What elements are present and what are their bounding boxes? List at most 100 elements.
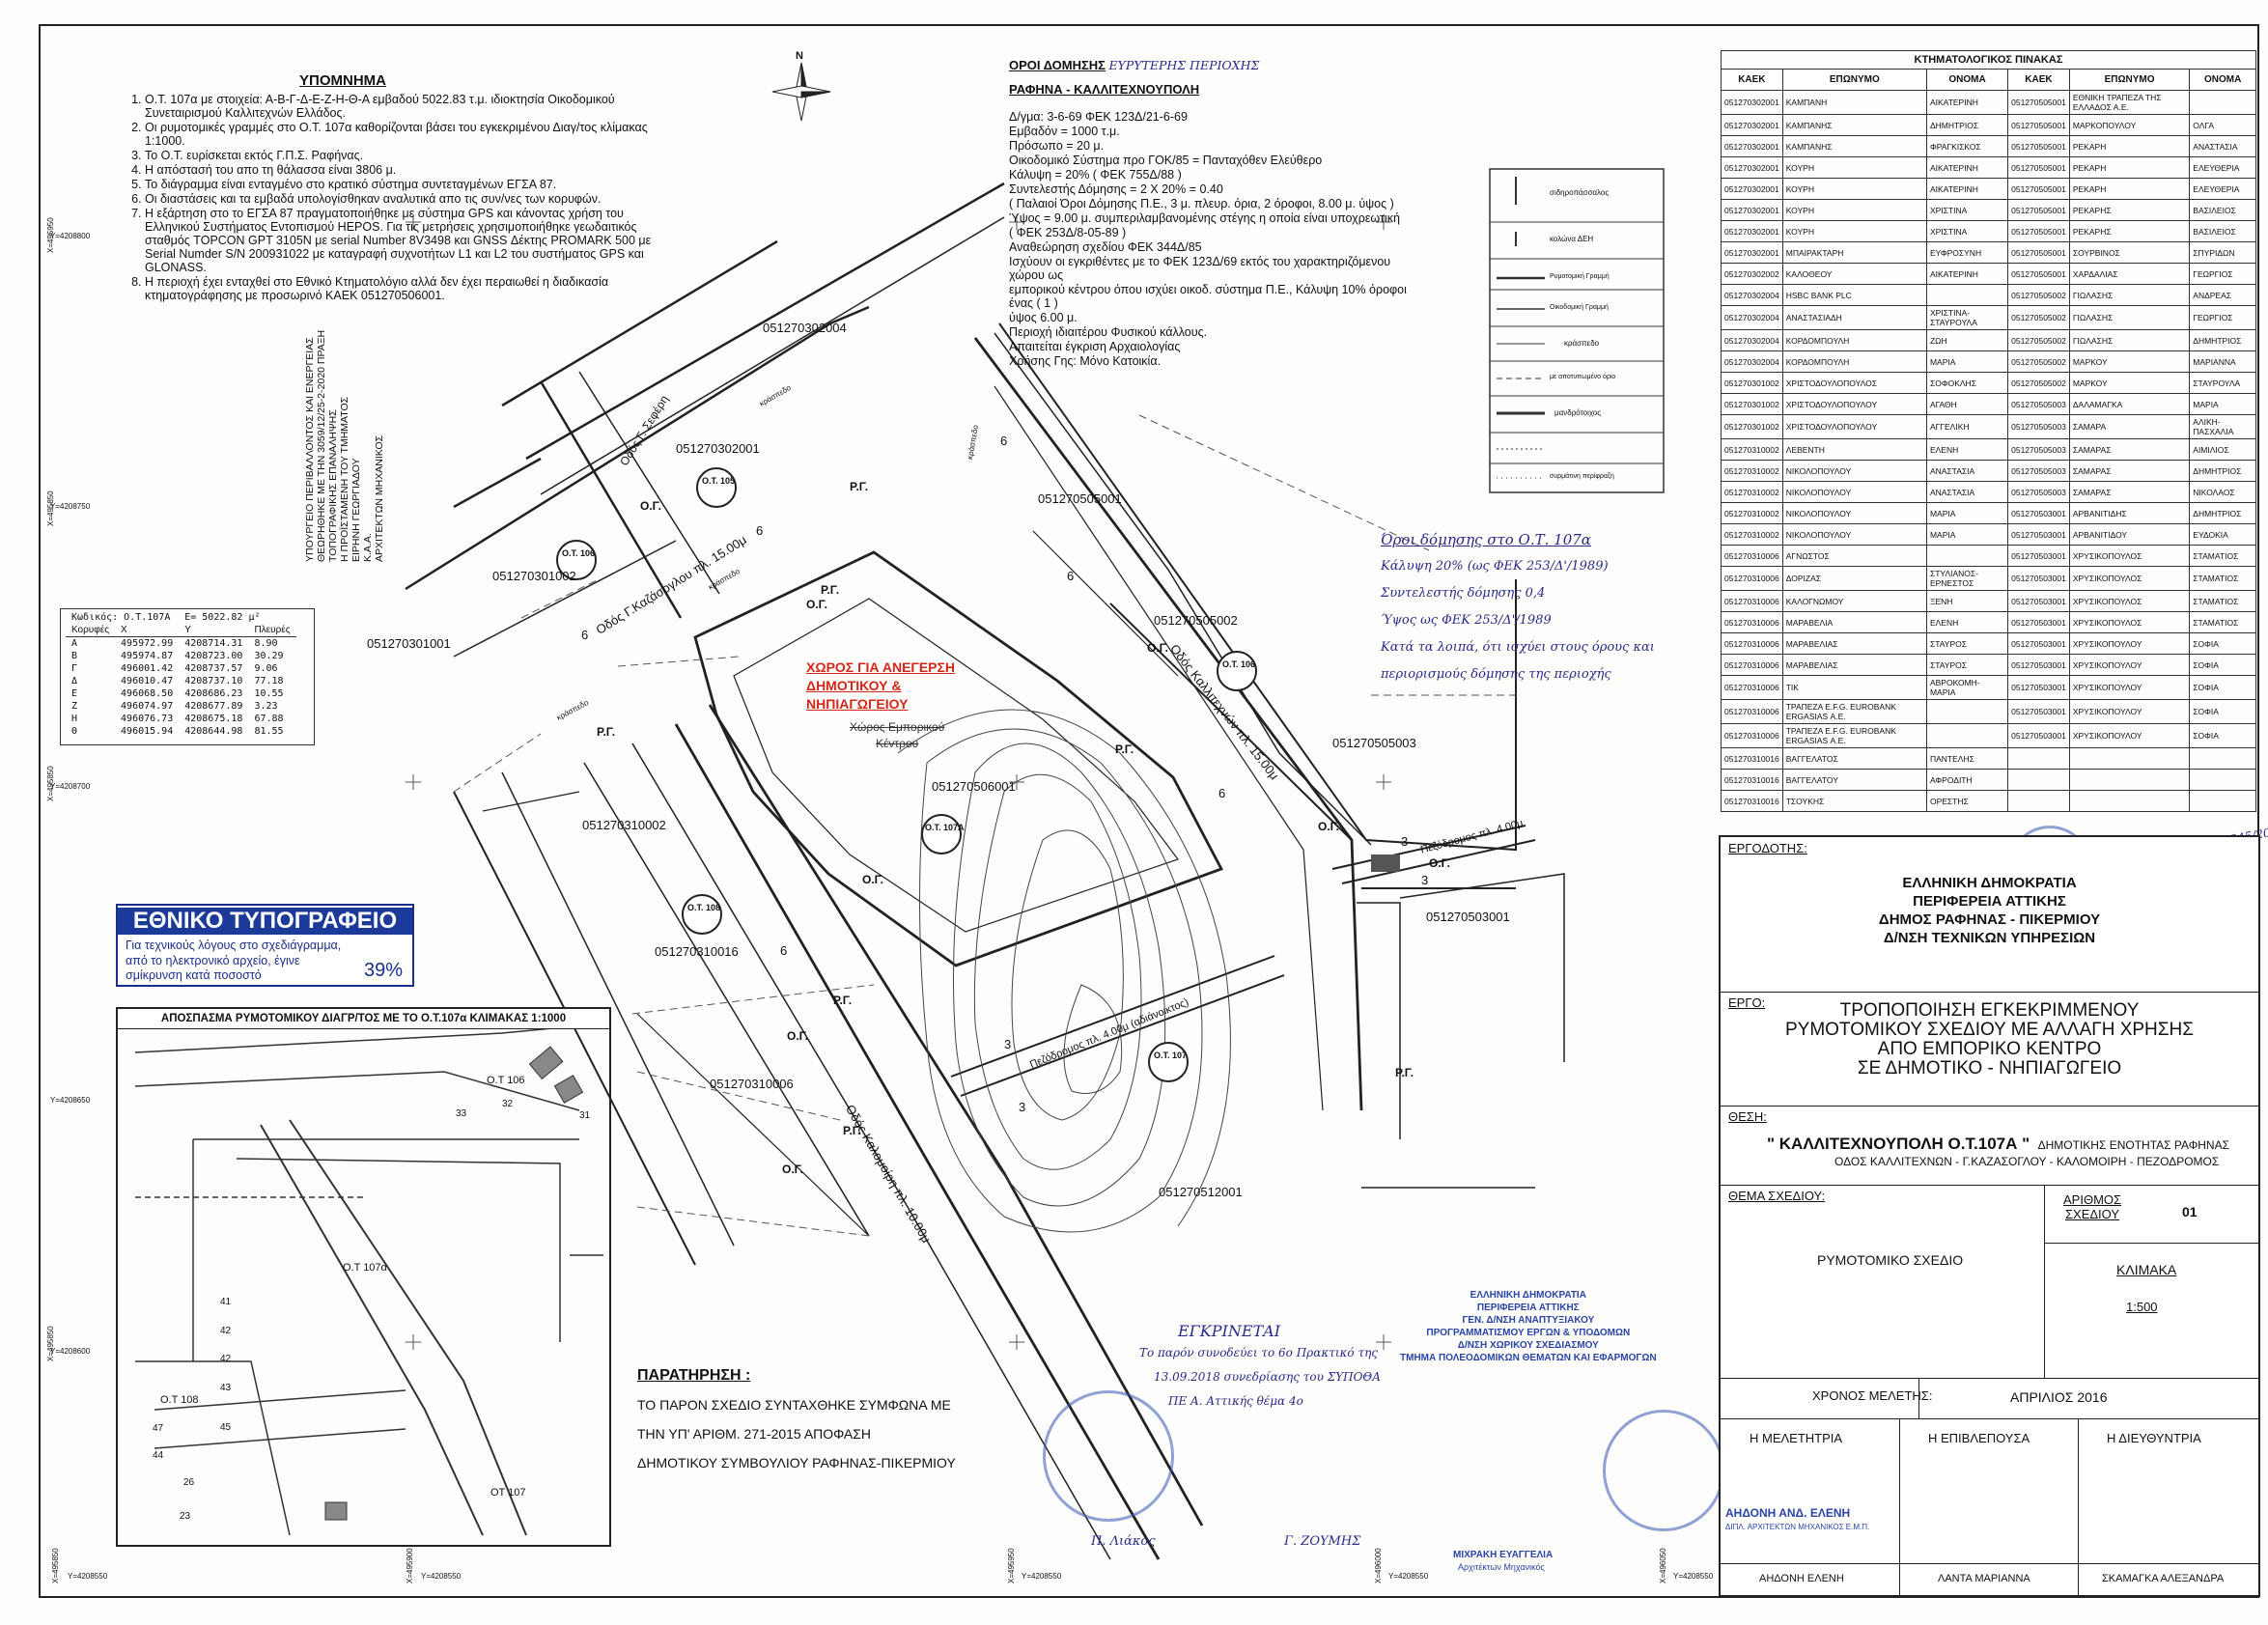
table-cell: 051270310002 (1721, 523, 1783, 546)
table-cell (2189, 790, 2256, 812)
width-mark: 6 (780, 943, 788, 958)
parcel-id: 051270512001 (1159, 1185, 1243, 1199)
table-cell: HSBC BANK PLC (1781, 284, 1927, 306)
table-cell: ΑΡΒΑΝΙΤΙΔΗΣ (2068, 502, 2191, 524)
table-cell: 051270505002 (2007, 372, 2070, 394)
table-cell: 051270301002 (1721, 372, 1783, 394)
table-cell: 051270302004 (1721, 329, 1783, 351)
table-cell: ΕΘΝΙΚΗ ΤΡΑΠΕΖΑ ΤΗΣ ΕΛΛΑΔΟΣ Α.Ε. (2068, 90, 2191, 115)
width-mark: 6 (1000, 434, 1008, 448)
project-line: ΣΕ ΔΗΜΟΤΙΚΟ - ΝΗΠΙΑΓΩΓΕΙΟ (1857, 1058, 2122, 1079)
remark: ΠΑΡΑΤΗΡΗΣΗ : ΤΟ ΠΑΡΟΝ ΣΧΕΔΙΟ ΣΥΝΤΑΧΘΗΚΕ … (637, 1361, 956, 1477)
signatures-row: Η ΜΕΛΕΤΗΤΡΙΑ Η ΕΠΙΒΛΕΠΟΥΣΑ Η ΔΙΕΥΘΥΝΤΡΙΑ… (1721, 1418, 2258, 1595)
table-cell: ΝΙΚΟΛΟΠΟΥΛΟΥ (1781, 502, 1927, 524)
legend-item: Ο.Τ. 107α με στοιχεία: Α-Β-Γ-Δ-Ε-Ζ-Η-Θ-Α… (145, 93, 666, 120)
table-cell (1925, 545, 2009, 567)
table-cell: ΞΕΝΗ (1925, 590, 2009, 612)
table-cell: 051270301002 (1721, 393, 1783, 415)
table-cell: 051270505003 (2007, 393, 2070, 415)
table-cell: ΧΡΙΣΤΟΔΟΥΛΟΠΟΥΛΟΣ (1781, 372, 1927, 394)
table-cell: 051270505003 (2007, 481, 2070, 503)
drawing-number-label-line: ΑΡΙΘΜΟΣ (2063, 1192, 2122, 1207)
legend-item: Οι διαστάσεις και τα εμβαδά υπολογίσθηκα… (145, 192, 666, 206)
legend-item: Οι ρυμοτομικές γραμμές στο Ο.Τ. 107α καθ… (145, 121, 666, 148)
table-cell: 051270310016 (1721, 790, 1783, 812)
table-cell: ΚΑΜΠΑΝΗ (1781, 90, 1927, 115)
grid-label: Υ=4208550 (1388, 1572, 1429, 1581)
old-use-line: Κέντρου (876, 737, 919, 750)
table-cell: ΧΡΙΣΤΙΝΑ (1925, 199, 2009, 221)
block-label: Ο.Τ. 106 (562, 548, 596, 558)
table-cell: ΔΗΜΗΤΡΙΟΣ (2189, 329, 2256, 351)
table-cell: ΔΗΜΗΤΡΙΟΣ (2189, 502, 2256, 524)
legend-item: Η εξάρτηση στο το ΕΓΣΑ 87 πραγματοποιήθη… (145, 207, 666, 274)
subject-text: ΡΥΜΟΤΟΜΙΚΟ ΣΧΕΔΙΟ (1817, 1252, 1964, 1268)
project-row: ΕΡΓΟ: ΤΡΟΠΟΠΟΙΗΣΗ ΕΓΚΕΚΡΙΜΜΕΝΟΥ ΡΥΜΟΤΟΜΙ… (1721, 992, 2258, 1107)
table-cell (2007, 747, 2070, 770)
terms-line: Πρόσωπο = 20 μ. (1009, 139, 1105, 153)
table-cell (2068, 790, 2191, 812)
column-header: Πλευρές (248, 624, 296, 637)
map-legend-label: Οικοδομική Γραμμή (1550, 304, 1609, 311)
table-cell: 051270503001 (2007, 502, 2070, 524)
table-cell (1925, 284, 2009, 306)
terms-line: Συντελεστής Δόμησης = 2 Χ 20% = 0.40 (1009, 182, 1223, 196)
seal-icon (1043, 1390, 1174, 1522)
table-cell: ΕΛΕΝΗ (1925, 611, 2009, 633)
table-cell: 051270302001 (1721, 90, 1783, 115)
table-cell: ΤΡΑΠΕΖΑ E.F.G. EUROBANK ERGASIAS Α.Ε. (1781, 723, 1927, 748)
remark-line: ΔΗΜΟΤΙΚΟΥ ΣΥΜΒΟΥΛΙΟΥ ΡΑΦΗΝΑΣ-ΠΙΚΕΡΜΙΟΥ (637, 1455, 956, 1471)
client-line: Δ/ΝΣΗ ΤΕΧΝΙΚΩΝ ΥΠΗΡΕΣΙΩΝ (1883, 930, 2096, 946)
designer-stamp-role: ΔΙΠΛ. ΑΡΧΙΤΕΚΤΩΝ ΜΗΧΑΝΙΚΟΣ Ε.Μ.Π. (1725, 1523, 1870, 1531)
grid-label: Χ=495850 (46, 766, 55, 801)
approval-line: Δ/ΝΣΗ ΧΩΡΙΚΟΥ ΣΧΕΔΙΑΣΜΟΥ (1457, 1340, 1599, 1351)
inset-label: 42 (220, 1326, 232, 1336)
terms-line: Χρήσης Γης: Μόνο Κατοικία. (1009, 354, 1162, 368)
client-line: ΠΕΡΙΦΕΡΕΙΑ ΑΤΤΙΚΗΣ (1913, 893, 2066, 910)
map-legend-label: κολώνα ΔΕΗ (1550, 235, 1594, 243)
engineer-stamp: ΜΙΧΡΑΚΗ ΕΥΑΓΓΕΛΙΑ (1453, 1550, 1554, 1560)
table-cell: ΤΣΟΥΚΗΣ (1781, 790, 1927, 812)
rg-mark: Ρ.Γ. (850, 480, 869, 493)
table-cell: ΤΡΑΠΕΖΑ E.F.G. EUROBANK ERGASIAS Α.Ε. (1781, 699, 1927, 724)
year-value: ΑΠΡΙΛΙΟΣ 2016 (2010, 1389, 2108, 1405)
terms-line: Δ/γμα: 3-6-69 ΦΕΚ 123Δ/21-6-69 (1009, 110, 1188, 124)
inset-label: 42 (220, 1354, 232, 1364)
width-mark: 3 (1004, 1037, 1012, 1051)
table-cell: ΝΙΚΟΛΑΟΣ (2189, 481, 2256, 503)
table-cell: ΔΟΡΙΖΑΣ (1781, 566, 1927, 591)
table-cell: 051270310006 (1721, 545, 1783, 567)
table-cell (2189, 747, 2256, 770)
cadastre-header-row: ΚΑΕΚ ΕΠΩΝΥΜΟ ΟΝΟΜΑ ΚΑΕΚ ΕΠΩΝΥΜΟ ΟΝΟΜΑ (1721, 69, 2256, 91)
og-mark: Ο.Γ. (1429, 856, 1450, 870)
grid-crosses (406, 214, 1391, 1350)
table-cell: ΧΡΥΣΙΚΟΠΟΥΛΟΥ (2068, 632, 2191, 655)
table-cell: ΕΛΕΥΘΕΡΙΑ (2189, 156, 2256, 179)
grid-label: Χ=496050 (1659, 1548, 1667, 1583)
table-cell: ΓΙΩΛΑΣΗΣ (2068, 329, 2191, 351)
width-mark: 3 (1019, 1100, 1026, 1114)
table-cell: ΓΙΩΛΑΣΗΣ (2068, 305, 2191, 330)
table-cell: ΜΑΡΙΑ (1925, 523, 2009, 546)
approval-hand: ΠΕ Α. Αττικής θέμα 4ο (1168, 1394, 1303, 1408)
coordinate-cell: Β (71, 651, 78, 661)
cadastre-title: ΚΤΗΜΑΤΟΛΟΓΙΚΟΣ ΠΙΝΑΚΑΣ (1721, 50, 2256, 69)
column-header: ΚΑΕΚ (1721, 69, 1783, 91)
table-cell: ΧΡΙΣΤΙΝΑ (1925, 220, 2009, 242)
table-cell: 051270505001 (2007, 220, 2070, 242)
coordinate-cell: 3.23 (254, 701, 278, 712)
approval-line: ΠΕΡΙΦΕΡΕΙΑ ΑΤΤΙΚΗΣ (1476, 1303, 1580, 1313)
location-row: ΘΕΣΗ: " ΚΑΛΛΙΤΕΧΝΟΥΠΟΛΗ Ο.Τ.107Α " ΔΗΜΟΤ… (1721, 1106, 2258, 1186)
